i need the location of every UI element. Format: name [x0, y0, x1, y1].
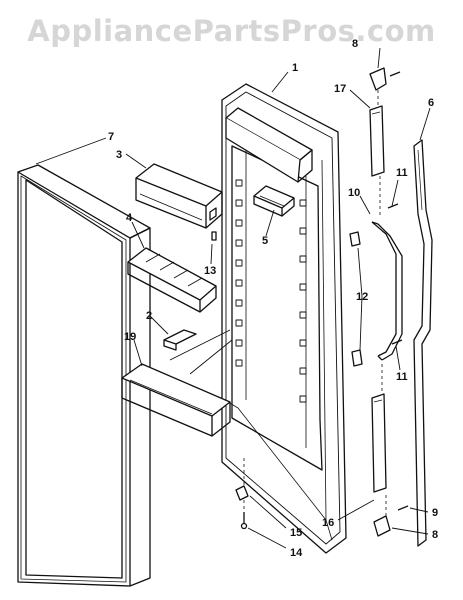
- bushing: [235, 485, 249, 501]
- callout-10: 10: [348, 187, 360, 199]
- handle-screws: [387, 203, 403, 345]
- callout-9: 9: [432, 507, 438, 519]
- callout-19: 19: [124, 331, 136, 343]
- trim-strip-upper: [369, 105, 385, 177]
- callout-4: 4: [126, 212, 133, 224]
- leader-lines: [35, 47, 431, 549]
- callout-17: 17: [334, 83, 346, 95]
- callout-15: 15: [290, 527, 302, 539]
- callout-8-bottom: 8: [432, 529, 438, 541]
- small-bin: [253, 185, 295, 217]
- callout-14: 14: [290, 547, 303, 559]
- handle-caps: [349, 231, 363, 367]
- callout-11-top: 11: [396, 167, 408, 179]
- callout-labels: 1 2 3 4 5 6 7 8 8 9 10 11 11 12 13 14 15…: [108, 38, 438, 559]
- callout-12: 12: [356, 291, 368, 303]
- callout-6: 6: [428, 97, 434, 109]
- callout-11-bottom: 11: [396, 371, 408, 383]
- callout-7: 7: [108, 131, 114, 143]
- hinge-bracket-bottom: [373, 505, 409, 537]
- assembly-lines: [243, 90, 387, 516]
- callout-5: 5: [262, 235, 268, 247]
- door-bin: [121, 363, 231, 437]
- screw: [240, 512, 248, 530]
- tray-clip: [163, 329, 197, 351]
- gasket-trim: [413, 139, 433, 547]
- trim-strip-lower: [371, 393, 387, 493]
- door-gasket: [17, 164, 151, 587]
- watermark: AppliancePartsPros.com: [27, 14, 436, 48]
- callout-16: 16: [322, 517, 334, 529]
- hinge-bracket-top: [369, 67, 401, 91]
- dairy-door: [135, 163, 223, 241]
- callout-8-top: 8: [352, 38, 358, 50]
- door-liner: [221, 83, 347, 554]
- egg-tray: [127, 247, 217, 313]
- callout-2: 2: [146, 310, 152, 322]
- door-handle: [371, 221, 403, 361]
- callout-1: 1: [292, 62, 298, 74]
- callout-3: 3: [116, 149, 122, 161]
- callout-13: 13: [204, 265, 216, 277]
